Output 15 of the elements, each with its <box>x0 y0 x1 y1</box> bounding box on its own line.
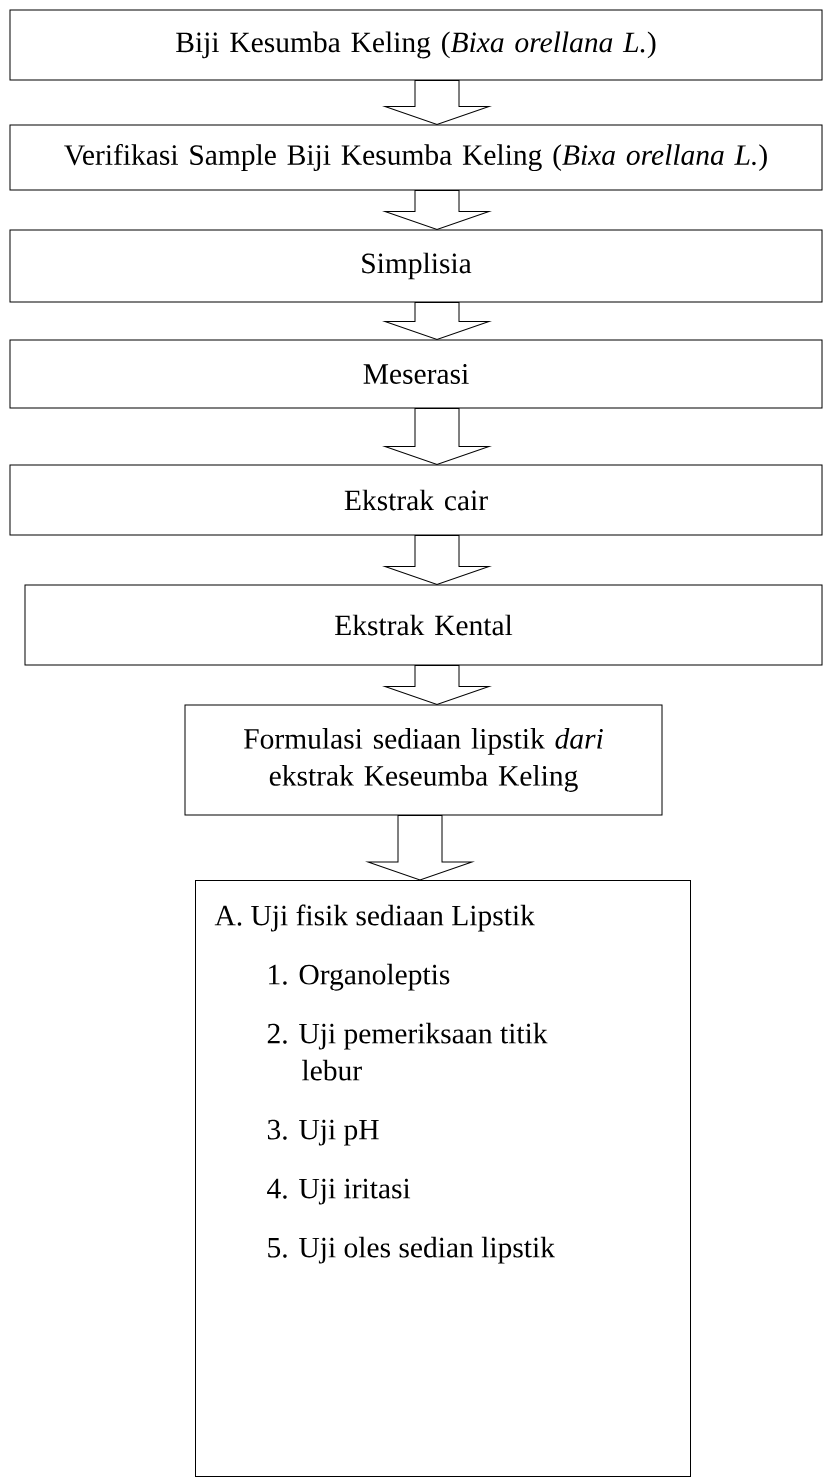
list-box: A. Uji fisik sediaan Lipstik 1. Organoleptis 2. Uji pemeriksaan titik lebur 3. Uji pH 4. Uji iritasi 5. Uji oles sedian lipstik <box>195 880 691 1477</box>
process-box: Ekstrak cair <box>9 464 823 536</box>
block-arrow <box>384 190 490 230</box>
block-arrow <box>384 665 490 705</box>
process-box: Meserasi <box>9 339 823 409</box>
process-box: Biji Kesumba Keling (Bixa orellana L.) <box>9 9 823 81</box>
process-box: Formulasi sediaan lipstik dari ekstrak Keseumba Keling <box>184 704 663 816</box>
process-box: Ekstrak Kental <box>24 584 823 666</box>
process-box: Simplisia <box>9 229 823 303</box>
block-arrow <box>384 80 490 125</box>
block-arrow <box>384 535 490 585</box>
block-arrow <box>384 408 490 465</box>
block-arrow <box>367 815 473 881</box>
process-box: Verifikasi Sample Biji Kesumba Keling (Bixa orellana L.) <box>9 124 823 191</box>
block-arrow <box>384 302 490 340</box>
